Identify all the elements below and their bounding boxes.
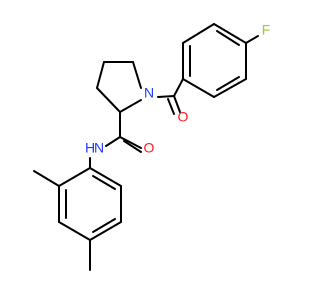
structure-canvas: F N O O H N bbox=[33, 21, 271, 271]
chemical-structure: F N O O H N bbox=[33, 22, 271, 271]
bond bbox=[119, 99, 142, 113]
bond bbox=[105, 136, 121, 147]
bond bbox=[157, 95, 175, 98]
methyl-bond bbox=[33, 170, 60, 187]
benzoyl-oxygen-label: O bbox=[178, 109, 189, 125]
bond bbox=[182, 78, 215, 98]
double-bond-inner bbox=[92, 175, 116, 190]
bond bbox=[89, 221, 122, 241]
amide-hydrogen-label: H bbox=[85, 140, 95, 156]
bond bbox=[119, 136, 142, 149]
pyrrolidine-core bbox=[96, 61, 184, 115]
bond bbox=[96, 87, 121, 113]
bond bbox=[182, 23, 215, 44]
bond bbox=[58, 167, 91, 187]
double-bond-inner bbox=[123, 140, 142, 153]
amide-oxygen-label: O bbox=[144, 140, 155, 156]
bond bbox=[132, 61, 142, 89]
bond bbox=[173, 95, 181, 113]
bond bbox=[213, 78, 247, 98]
double-bond-inner bbox=[167, 98, 175, 115]
bond bbox=[173, 78, 184, 97]
bond bbox=[96, 61, 105, 89]
bond bbox=[89, 167, 122, 187]
double-bond-inner bbox=[92, 218, 116, 233]
bond bbox=[58, 221, 91, 241]
double-bond-inner bbox=[216, 76, 240, 91]
fluorophenyl-ring bbox=[182, 23, 259, 98]
amide-aryl bbox=[33, 111, 142, 271]
fluorine-label: F bbox=[262, 22, 271, 38]
amide-nitrogen-label: N bbox=[94, 140, 104, 156]
double-bond-inner bbox=[216, 30, 240, 46]
bond-to-fluorine bbox=[245, 35, 259, 44]
pyrrolidine-nitrogen-label: N bbox=[144, 85, 154, 101]
bond bbox=[213, 23, 247, 44]
